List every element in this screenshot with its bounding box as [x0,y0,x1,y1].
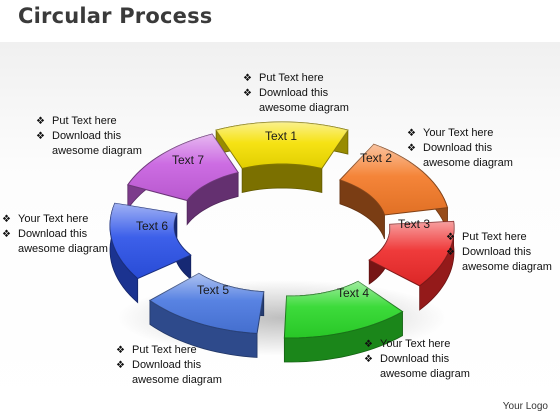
block-line-3: awesome diagram [380,368,470,380]
block-line-2: Download this [18,228,88,240]
segment-1-gloss [216,122,348,169]
segment-2-gloss [339,144,448,215]
text-block-6: ❖ Your Text here ❖ Download this awesome d… [2,212,108,257]
diamond-bullet-icon: ❖ [36,131,45,142]
block-line-2: Download this [462,246,532,258]
logo-text: Your Logo [502,401,548,412]
block-line-2: Download this [132,359,202,371]
block-line-1: Your Text here [423,127,494,139]
segment-2-label: Text 2 [360,151,392,165]
segment-labels: Text 1 Text 7 Text 2 Text 6 Text 3 Text 5 Text… [136,129,430,300]
diamond-bullet-icon: ❖ [116,360,125,371]
block-line-2: Download this [380,353,450,365]
block-line-1: Put Text here [132,344,197,356]
segment-3-label: Text 3 [398,217,430,231]
segment-tops [109,121,455,339]
diamond-bullet-icon: ❖ [407,143,416,154]
text-block-5: ❖ Put Text here ❖ Download this awesome di… [116,343,222,388]
block-line-2: Download this [259,87,329,99]
block-line-1: Put Text here [462,231,527,243]
diamond-bullet-icon: ❖ [36,116,45,127]
block-line-3: awesome diagram [423,157,513,169]
segment-3-gloss [369,221,454,286]
segment-1-inner-side [241,163,323,193]
block-line-2: Download this [52,130,122,142]
block-line-1: Put Text here [52,115,117,127]
text-block-7: ❖ Put Text here ❖ Download this awesome di… [36,114,142,159]
block-line-1: Your Text here [380,338,451,350]
block-line-3: awesome diagram [132,374,222,386]
diamond-bullet-icon: ❖ [446,232,455,243]
text-block-1: ❖ Put Text here ❖ Download this awesome di… [243,71,349,116]
block-line-3: awesome diagram [52,145,142,157]
diamond-bullet-icon: ❖ [446,247,455,258]
diamond-bullet-icon: ❖ [243,73,252,84]
segment-1-label: Text 1 [265,129,297,143]
background-panel [0,42,560,420]
block-line-3: awesome diagram [18,243,108,255]
page-title: Circular Process [18,4,213,28]
diamond-bullet-icon: ❖ [2,214,11,225]
diamond-bullet-icon: ❖ [243,88,252,99]
segment-4-label: Text 4 [337,286,369,300]
segment-4-gloss [284,281,403,338]
diamond-bullet-icon: ❖ [116,345,125,356]
text-block-4: ❖ Your Text here ❖ Download this awesome d… [364,337,470,382]
diamond-bullet-icon: ❖ [364,339,373,350]
segment-6-label: Text 6 [136,219,168,233]
text-block-2: ❖ Your Text here ❖ Download this awesome d… [407,126,513,171]
segment-7-label: Text 7 [172,153,204,167]
block-line-2: Download this [423,142,493,154]
block-line-3: awesome diagram [259,102,349,114]
segment-5-label: Text 5 [197,283,229,297]
segment-5-gloss [149,273,264,334]
segment-6-gloss [110,203,191,279]
diamond-bullet-icon: ❖ [407,128,416,139]
diamond-bullet-icon: ❖ [2,229,11,240]
block-line-1: Put Text here [259,72,324,84]
block-line-3: awesome diagram [462,261,552,273]
text-block-3: ❖ Put Text here ❖ Download this awesome di… [446,230,552,275]
block-line-1: Your Text here [18,213,89,225]
segment-7-gloss [127,134,239,201]
diamond-bullet-icon: ❖ [364,354,373,365]
